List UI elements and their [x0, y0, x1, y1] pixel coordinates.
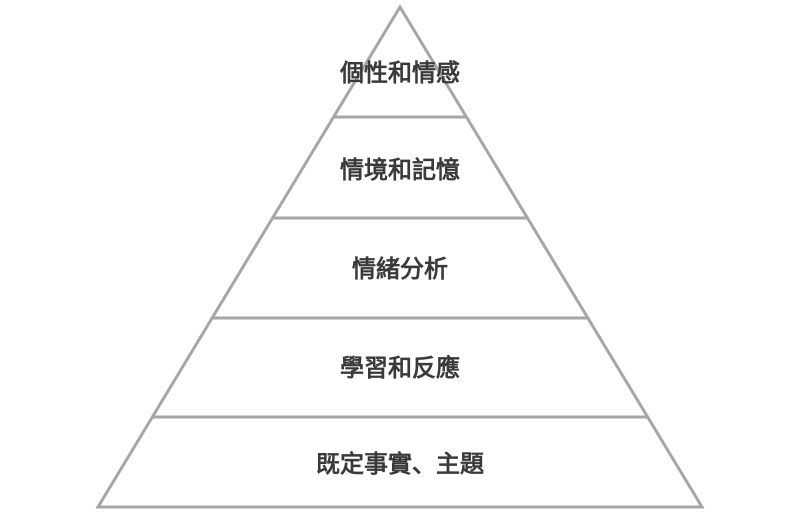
- pyramid-outline: [95, 4, 705, 509]
- tier-label-context-memory: 情境和記憶: [340, 156, 460, 184]
- tier-label-facts-topics: 既定事實、主題: [316, 450, 485, 478]
- tier-label-sentiment-analysis: 情緒分析: [352, 255, 448, 283]
- tier-label-personality-emotion: 個性和情感: [339, 59, 460, 87]
- tier-label-learning-response: 學習和反應: [340, 354, 460, 382]
